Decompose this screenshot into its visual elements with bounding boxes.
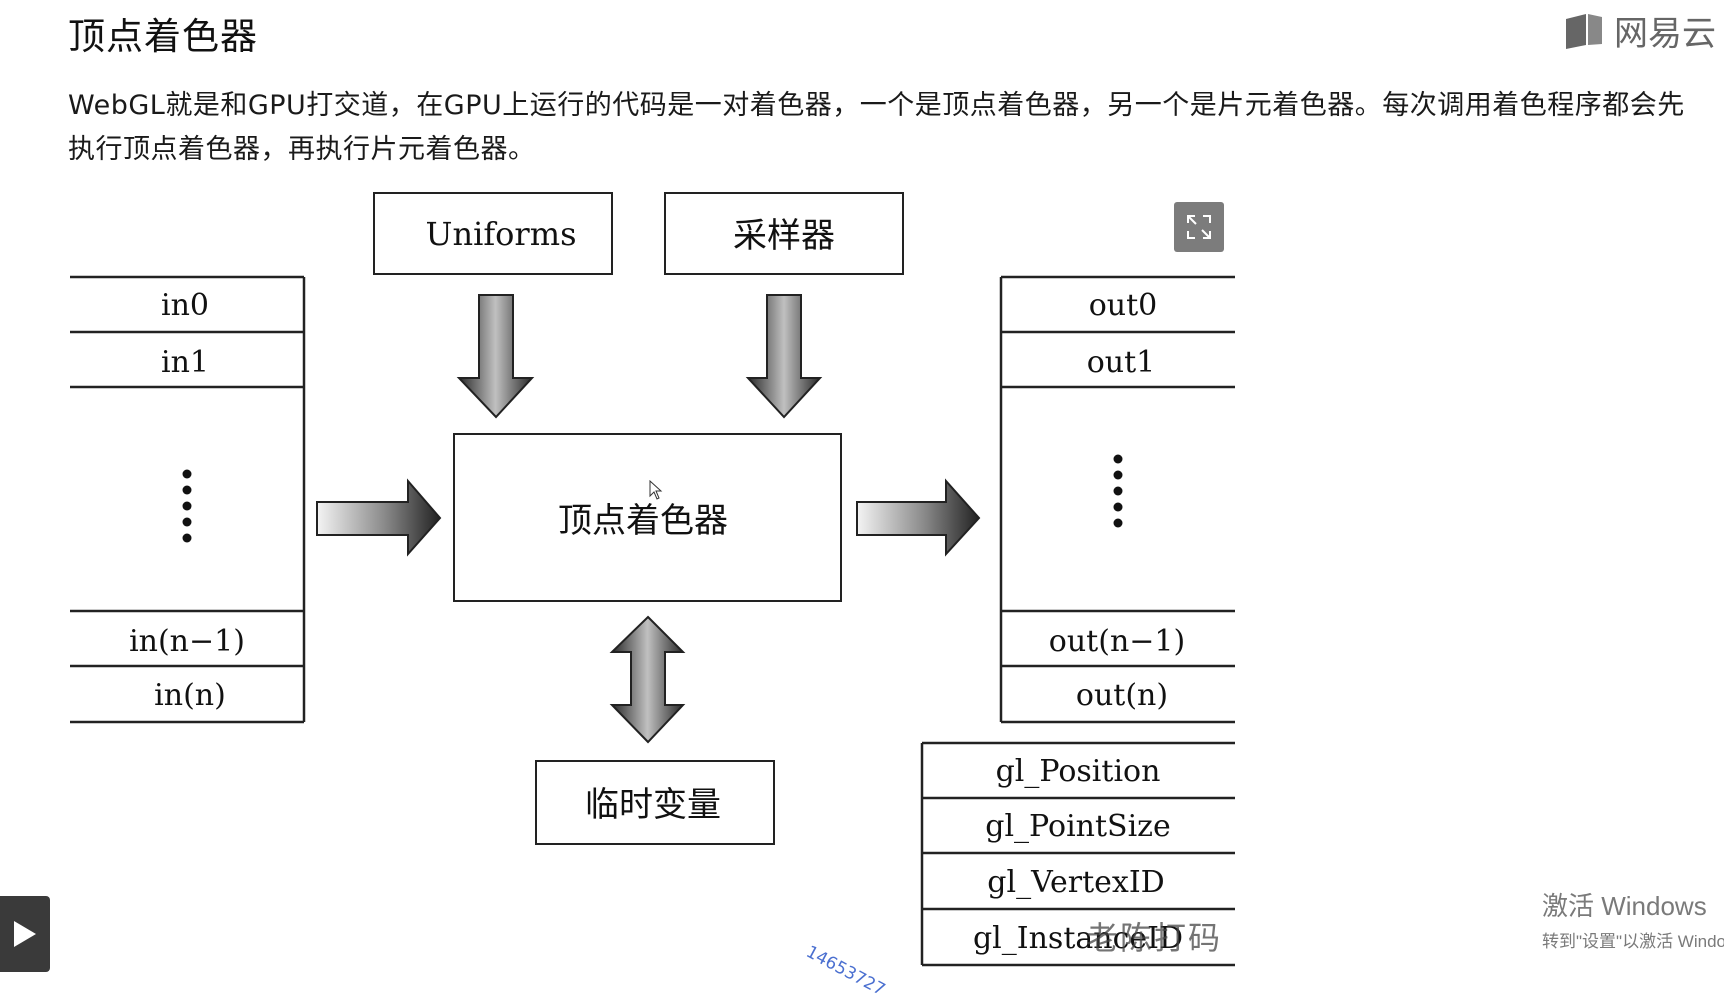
vertex-shader-diagram: Uniforms 采样器 in0 in1 in(n−1) in(n) 顶点着色器…	[70, 192, 1235, 967]
builtins-table	[920, 741, 1235, 967]
brand-name: 网易云	[1614, 14, 1716, 54]
uniforms-label: Uniforms	[426, 215, 577, 253]
activation-title: 激活 Windows	[1542, 891, 1707, 921]
expand-button[interactable]	[1174, 202, 1224, 252]
play-button[interactable]	[0, 896, 50, 972]
output-out-n: out(n)	[1076, 678, 1168, 713]
builtin-gl-instanceid: gl_InstanceID	[973, 921, 1183, 956]
output-out0: out0	[1089, 288, 1158, 323]
uniforms-box	[373, 192, 613, 275]
expand-icon	[1187, 215, 1211, 239]
windows-activation-notice: 激活 Windows 转到"设置"以激活 Windows	[1542, 886, 1724, 952]
temp-bidirectional-arrow	[609, 615, 686, 744]
inputs-column	[70, 275, 306, 724]
input-in-n-minus-1: in(n−1)	[129, 624, 245, 659]
watermark-text: 老陈打码	[1086, 919, 1223, 957]
input-in0: in0	[161, 288, 209, 323]
output-out1: out1	[1087, 345, 1156, 380]
mouse-cursor-icon	[649, 480, 663, 500]
sampler-down-arrow	[745, 294, 823, 419]
input-right-arrow	[316, 478, 442, 557]
input-ellipsis	[182, 469, 192, 543]
builtin-gl-vertexid: gl_VertexID	[987, 865, 1164, 900]
sampler-label: 采样器	[733, 216, 835, 256]
sampler-box	[664, 192, 904, 275]
builtin-gl-position: gl_Position	[996, 754, 1161, 789]
output-ellipsis	[1113, 454, 1123, 528]
uniforms-down-arrow	[456, 294, 535, 419]
intro-paragraph: WebGL就是和GPU打交道，在GPU上运行的代码是一对着色器，一个是顶点着色器…	[68, 90, 1685, 165]
vertex-shader-box	[453, 433, 842, 602]
temp-variables-box	[535, 760, 775, 845]
builtin-gl-pointsize: gl_PointSize	[985, 809, 1171, 844]
brand-logo: 网易云	[1562, 6, 1716, 55]
temp-variables-label: 临时变量	[585, 785, 721, 825]
play-icon	[14, 921, 36, 947]
output-out-n-minus-1: out(n−1)	[1049, 624, 1185, 659]
input-in1: in1	[161, 345, 209, 380]
netease-cloud-logo-icon	[1566, 13, 1602, 49]
page-title: 顶点着色器	[68, 15, 258, 58]
vertex-shader-label: 顶点着色器	[558, 501, 728, 541]
outputs-column	[999, 275, 1235, 724]
activation-subtitle: 转到"设置"以激活 Windows	[1542, 932, 1724, 951]
input-in-n: in(n)	[154, 678, 226, 713]
output-right-arrow	[856, 478, 981, 557]
